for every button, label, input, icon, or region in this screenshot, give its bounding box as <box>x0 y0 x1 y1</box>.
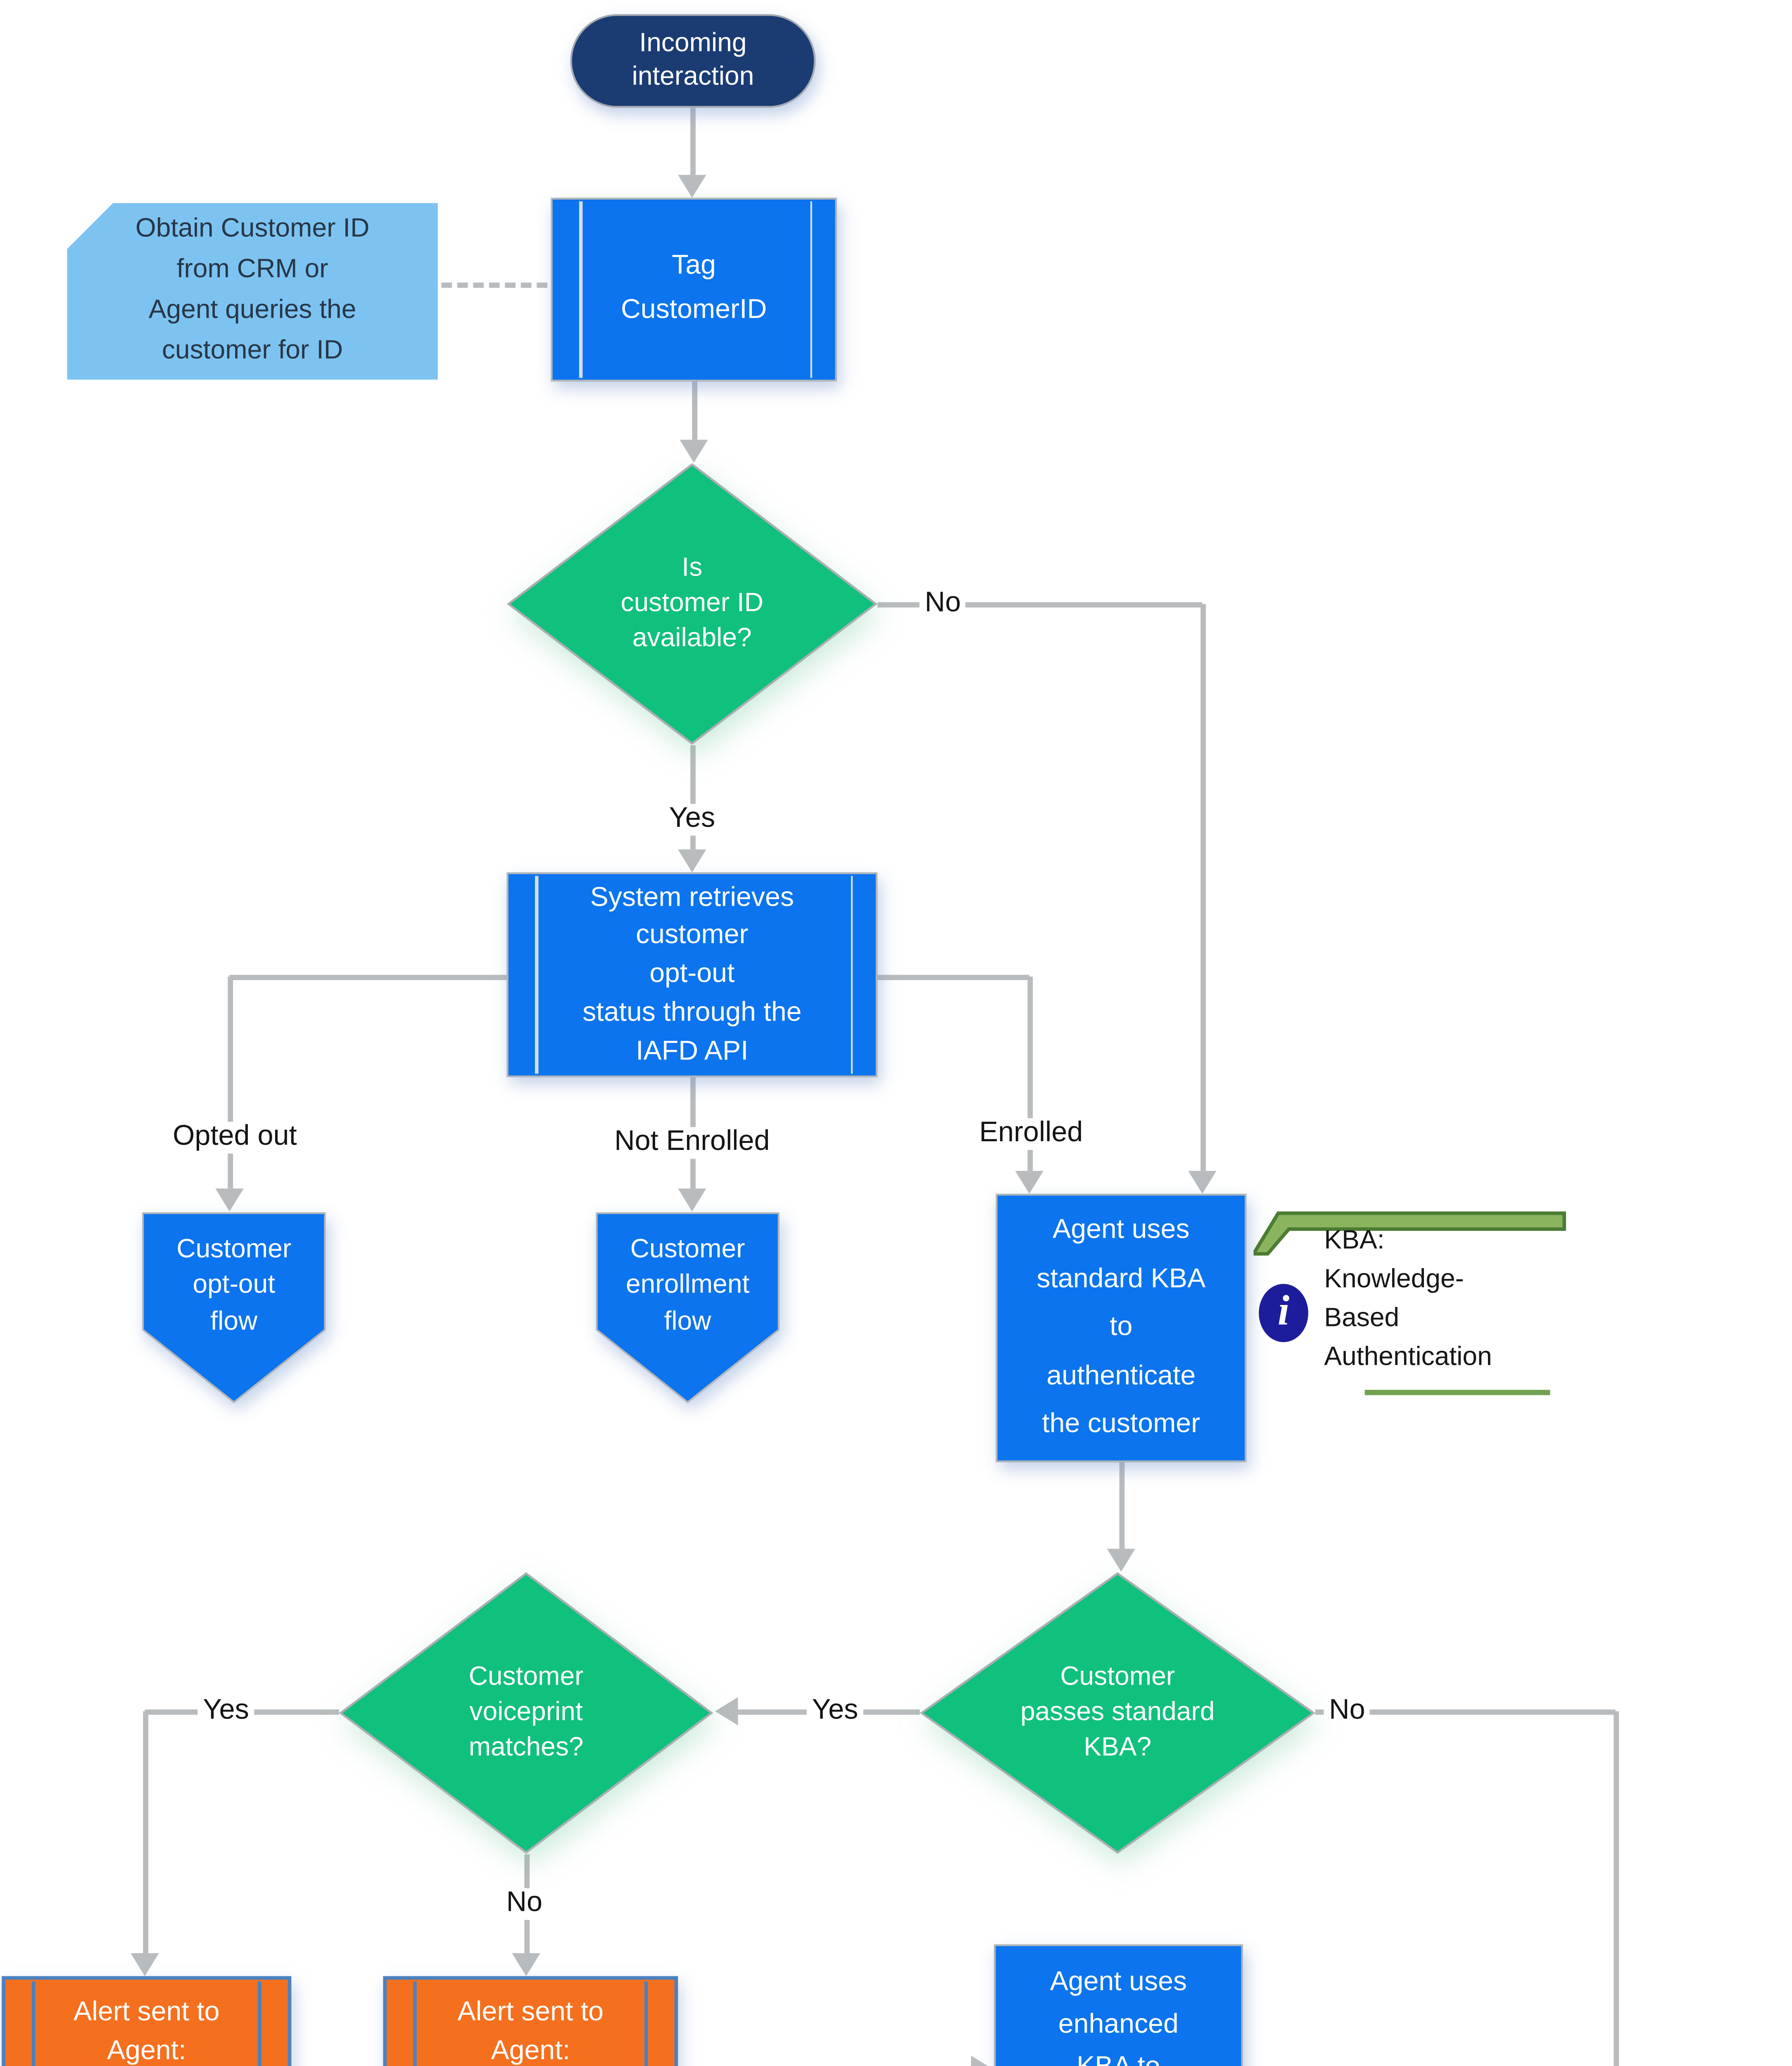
pentagon-shape <box>596 1212 780 1404</box>
arrowhead-icon <box>715 1697 738 1726</box>
offpage-customer-enrollment-flow: Customer enrollment flow <box>595 1212 780 1404</box>
decision-voiceprint-matches: Customer voiceprint matches? <box>339 1572 713 1854</box>
edge-label-opted-out: Opted out <box>167 1121 302 1153</box>
subprocess-sideline <box>413 1981 417 2066</box>
process-system-retrieves-optout-label: System retrieves customer opt-out status… <box>582 883 802 1066</box>
arrowhead-icon <box>1107 1549 1136 1572</box>
edge-enrolled-h <box>877 974 1029 979</box>
decision-voiceprint-matches-label: Customer voiceprint matches? <box>468 1661 584 1763</box>
edge-label-not-enrolled: Not Enrolled <box>609 1127 775 1158</box>
subprocess-sideline <box>579 201 582 378</box>
diamond-shape <box>339 1572 713 1854</box>
process-enhanced-kba: Agent uses enhanced KBA to authenticate … <box>994 1944 1243 2066</box>
subprocess-sideline <box>809 201 812 378</box>
arrowhead-icon <box>215 1188 244 1212</box>
edge-d2-no-v <box>1613 1711 1619 2066</box>
edge-note-to-tag-dashed <box>441 282 547 288</box>
process-alert-customer-verified: Alert sent to Agent: “Customer Verified” <box>2 1976 292 2066</box>
process-alert-customer-not-verified-label: Alert sent to Agent: “Customer Not Verif… <box>457 1996 604 2066</box>
edge-stdkba-to-d2 <box>1118 1462 1124 1549</box>
edge-label-d2-no: No <box>1324 1695 1371 1727</box>
annotation-ribbon-icon <box>1253 1211 1566 1256</box>
annotation-kba-text: KBA: Knowledge- Based Authentication <box>1324 1226 1492 1373</box>
arrowhead-icon <box>1015 1171 1043 1194</box>
offpage-customer-optout-flow: Customer opt-out flow <box>141 1212 327 1404</box>
arrowhead-icon <box>678 1188 706 1212</box>
info-icon: i <box>1259 1284 1308 1342</box>
edge-d2-no-h <box>1315 1708 1616 1714</box>
decision-passes-standard-kba-label: Customer passes standard KBA? <box>1020 1661 1215 1763</box>
process-standard-kba: Agent uses standard KBA to authenticate … <box>996 1194 1247 1462</box>
subprocess-sideline <box>850 876 853 1074</box>
process-tag-customerid-label: Tag CustomerID <box>620 251 767 325</box>
subprocess-sideline <box>31 1981 36 2066</box>
edge-d3-yes-v <box>142 1711 147 1953</box>
decision-customer-id-available-label: Is customer ID available? <box>620 552 764 654</box>
decision-customer-id-available: Is customer ID available? <box>506 463 878 745</box>
process-tag-customerid: Tag CustomerID <box>551 198 837 382</box>
arrowhead-icon <box>512 1953 540 1976</box>
decision-passes-standard-kba: Customer passes standard KBA? <box>920 1572 1316 1854</box>
edge-d1-no-v <box>1200 604 1205 1171</box>
edge-label-d1-yes: Yes <box>663 804 720 835</box>
edge-label-d3-yes: Yes <box>197 1695 254 1727</box>
arrowhead-icon <box>1188 1171 1217 1194</box>
edge-start-to-tag <box>689 107 695 175</box>
pentagon-shape <box>142 1212 326 1404</box>
subprocess-sideline <box>644 1981 648 2066</box>
arrowhead-icon <box>678 849 706 873</box>
diamond-shape <box>920 1572 1316 1854</box>
subprocess-sideline <box>535 876 538 1074</box>
edge-label-d1-no: No <box>919 588 966 620</box>
edge-label-d3-no: No <box>501 1888 548 1919</box>
edge-tag-to-d1 <box>691 381 697 440</box>
edge-optedout-h <box>229 974 507 979</box>
edge-optedout-v <box>227 976 233 1189</box>
arrowhead-icon <box>678 175 706 198</box>
subprocess-sideline <box>257 1981 261 2066</box>
process-alert-customer-verified-label: Alert sent to Agent: “Customer Verified” <box>73 1996 220 2066</box>
offpage-customer-enrollment-flow-label: Customer enrollment flow <box>625 1234 750 1336</box>
process-alert-customer-not-verified: Alert sent to Agent: “Customer Not Verif… <box>383 1976 678 2066</box>
process-system-retrieves-optout: System retrieves customer opt-out status… <box>506 872 878 1078</box>
arrowhead-icon <box>680 440 708 463</box>
note-obtain-customer-id: Obtain Customer ID from CRM or Agent que… <box>67 203 438 380</box>
diamond-shape <box>506 463 878 745</box>
arrowhead-icon <box>971 2055 994 2066</box>
start-terminator: Incoming interaction <box>570 14 816 108</box>
offpage-customer-optout-flow-label: Customer opt-out flow <box>176 1234 292 1336</box>
edge-label-enrolled: Enrolled <box>974 1118 1089 1150</box>
annotation-underline <box>1364 1390 1550 1395</box>
edge-label-d2-yes: Yes <box>806 1695 864 1727</box>
arrowhead-icon <box>131 1953 159 1976</box>
